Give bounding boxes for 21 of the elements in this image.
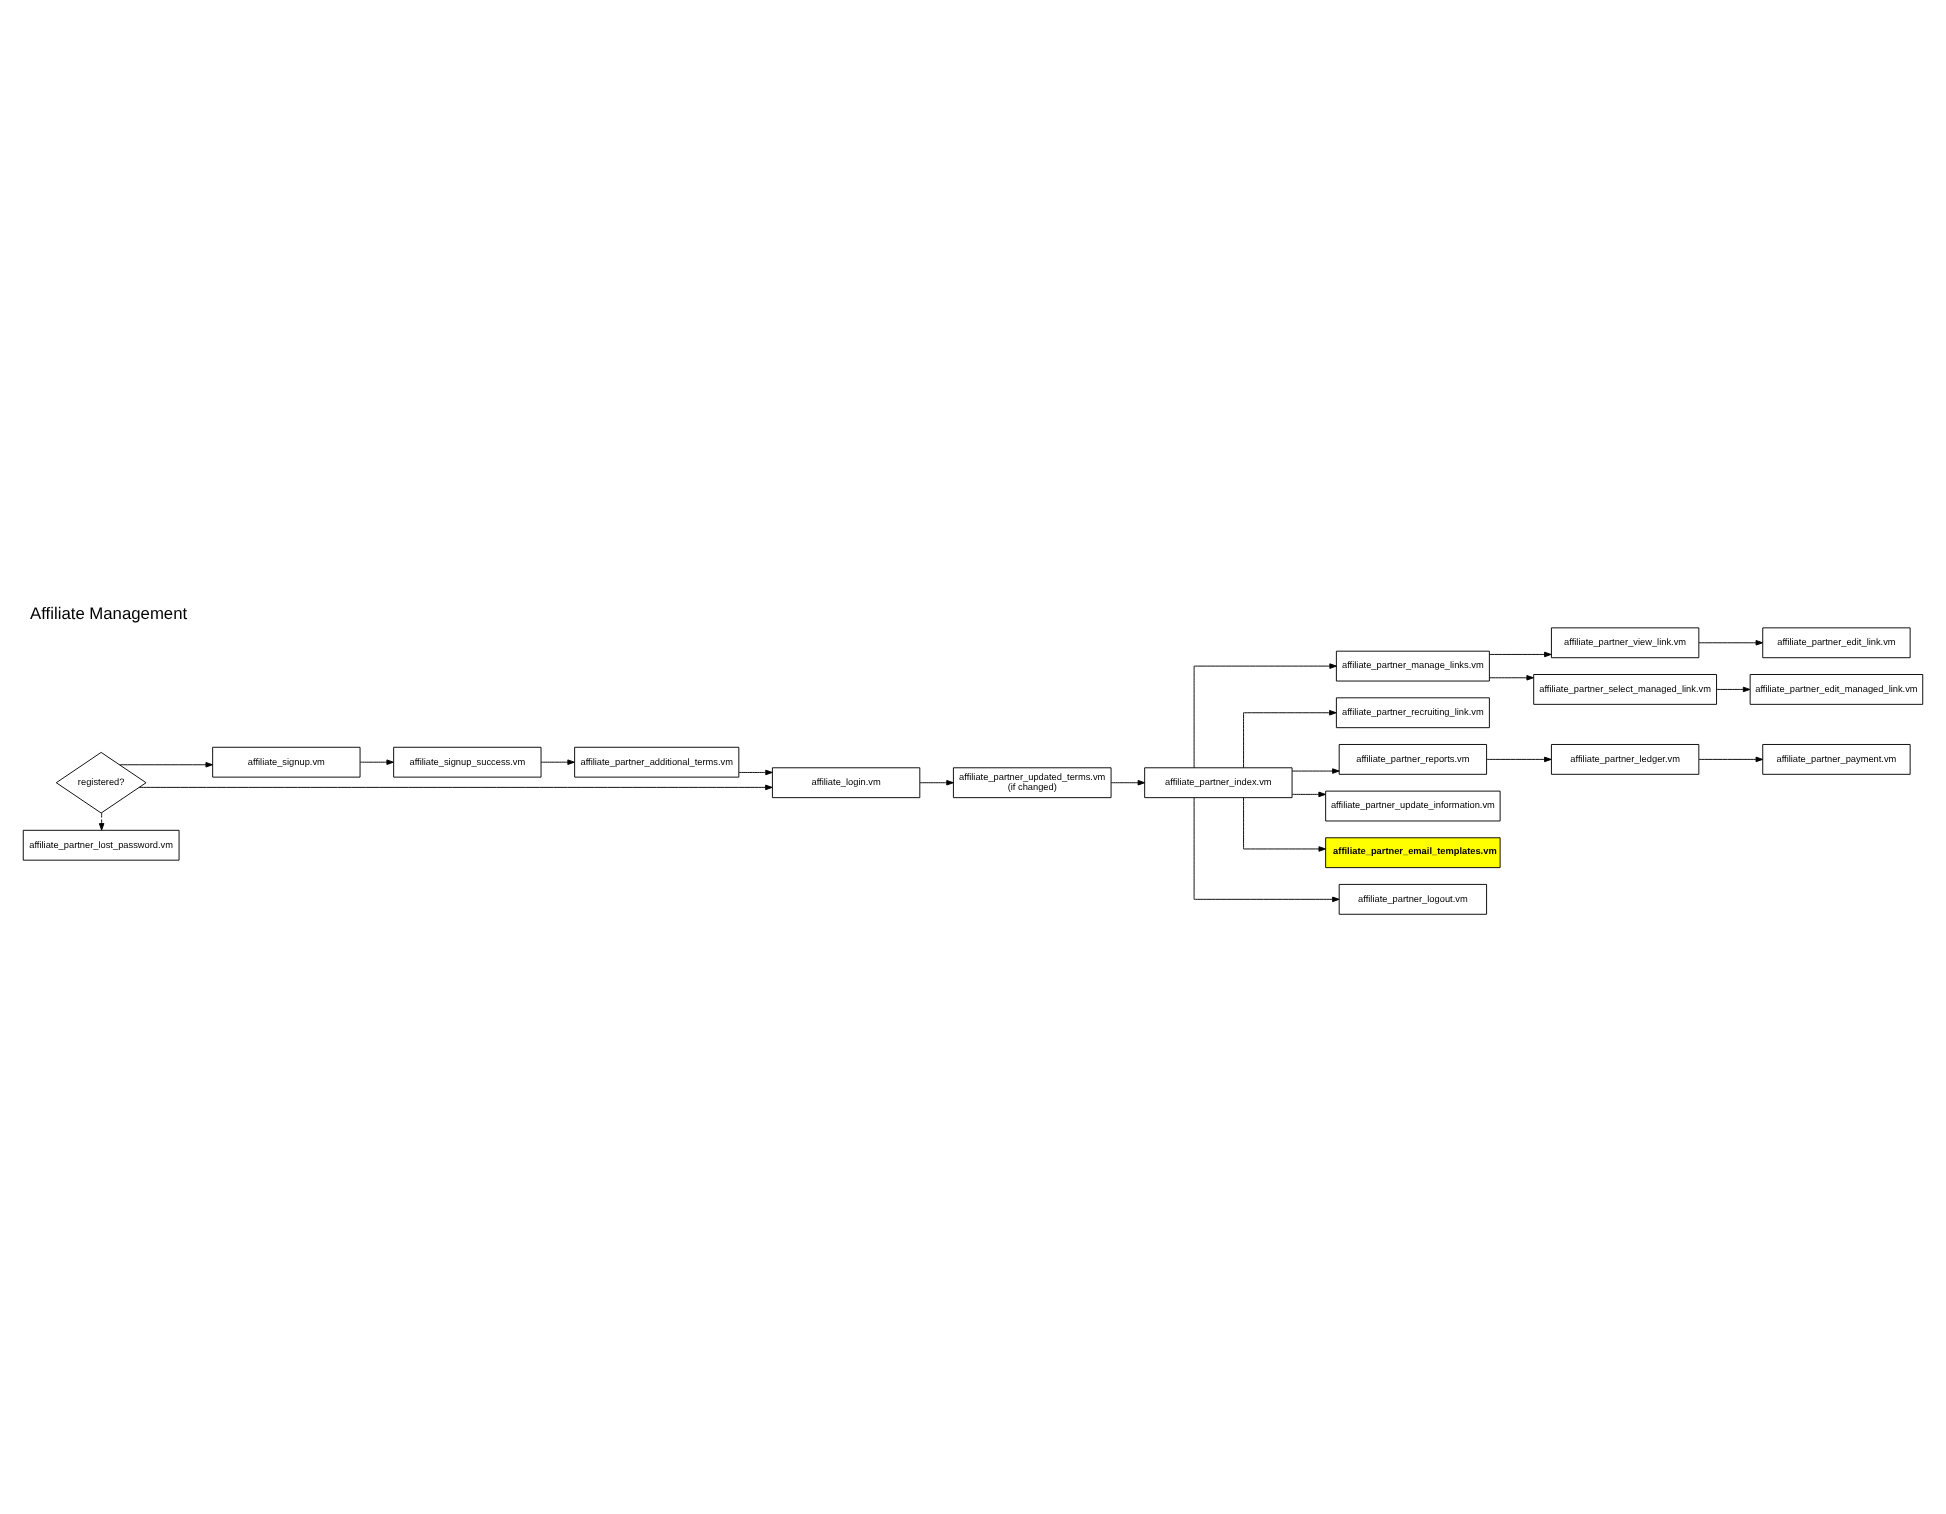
arrow (98, 811, 105, 830)
arrow (738, 768, 773, 775)
arrow (1110, 778, 1146, 785)
arrow (1489, 674, 1534, 680)
arrow (919, 778, 954, 785)
arrow (138, 783, 773, 790)
arrow (1291, 767, 1340, 773)
arrow (1193, 662, 1337, 768)
arrow (119, 761, 213, 767)
arrow (540, 758, 575, 764)
arrow (1716, 685, 1751, 692)
arrow (1698, 639, 1764, 645)
arrow (1489, 650, 1552, 657)
arrow (1243, 796, 1326, 851)
diagram-title: Affiliate Management (30, 601, 188, 622)
arrow (1486, 755, 1552, 762)
arrow (1698, 755, 1764, 762)
arrow (1291, 790, 1326, 797)
arrow (1193, 796, 1340, 902)
arrow (1243, 709, 1337, 767)
arrow (359, 758, 394, 764)
